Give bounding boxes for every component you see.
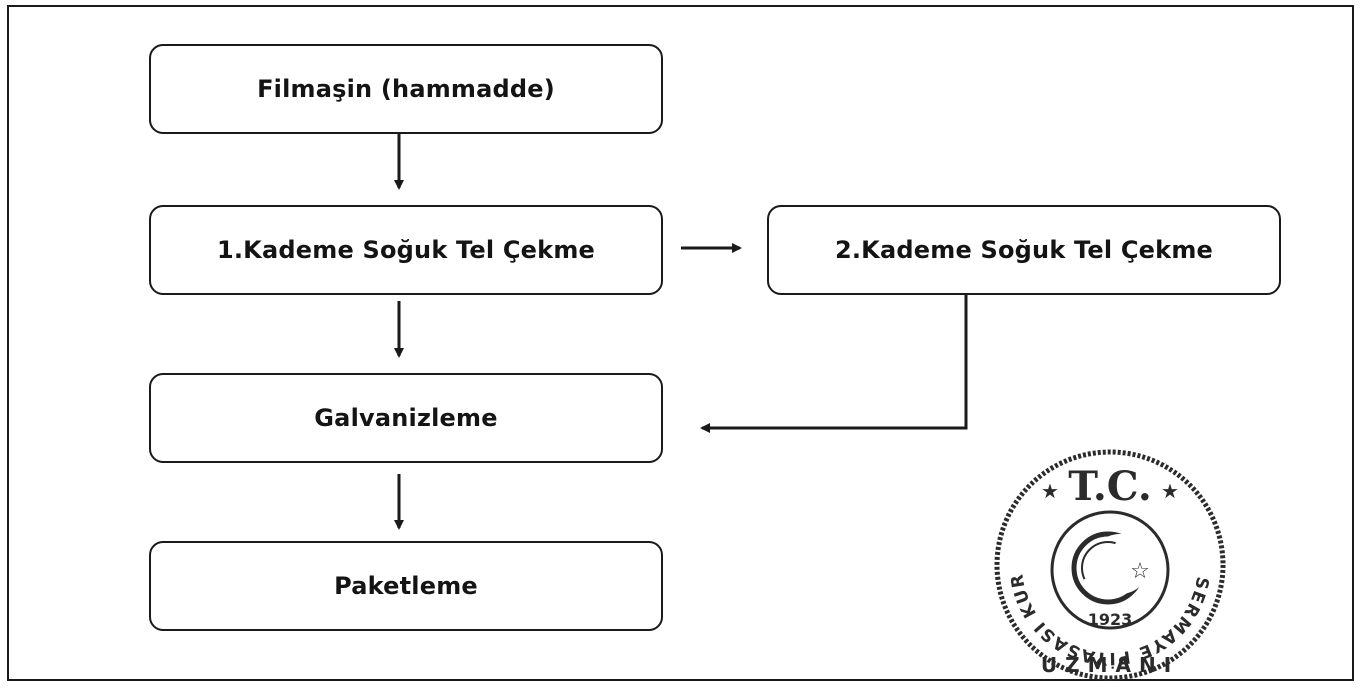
seal-top-text: T.C.: [1068, 463, 1152, 510]
seal-outer-ring: [994, 449, 1226, 681]
official-seal: T.C. ★ ★ SERMAYE PİYASASI KURULU ☆ 1923 …: [990, 440, 1226, 681]
node-kademe-2-label: 2.Kademe Soğuk Tel Çekme: [834, 236, 1214, 264]
seal-year: 1923: [1088, 610, 1133, 629]
node-paketleme: Paketleme: [149, 541, 663, 631]
node-paketleme-label: Paketleme: [334, 572, 478, 600]
seal-star-right: ★: [1161, 479, 1179, 503]
node-kademe-2: 2.Kademe Soğuk Tel Çekme: [767, 205, 1281, 295]
seal-inner-ring: [1050, 510, 1170, 630]
node-galvanizleme: Galvanizleme: [149, 373, 663, 463]
svg-text:☆: ☆: [1130, 559, 1150, 584]
seal-bottom-text: UZMANI: [1041, 653, 1179, 677]
node-kademe-1-label: 1.Kademe Soğuk Tel Çekme: [216, 236, 596, 264]
node-filmasin: Filmaşin (hammadde): [149, 44, 663, 134]
diagram-frame: [7, 5, 1354, 681]
seal-star-left: ★: [1041, 479, 1059, 503]
node-galvanizleme-label: Galvanizleme: [314, 404, 498, 432]
crescent-star-icon: ☆: [1071, 531, 1150, 605]
node-kademe-1: 1.Kademe Soğuk Tel Çekme: [149, 205, 663, 295]
node-filmasin-label: Filmaşin (hammadde): [257, 75, 555, 103]
